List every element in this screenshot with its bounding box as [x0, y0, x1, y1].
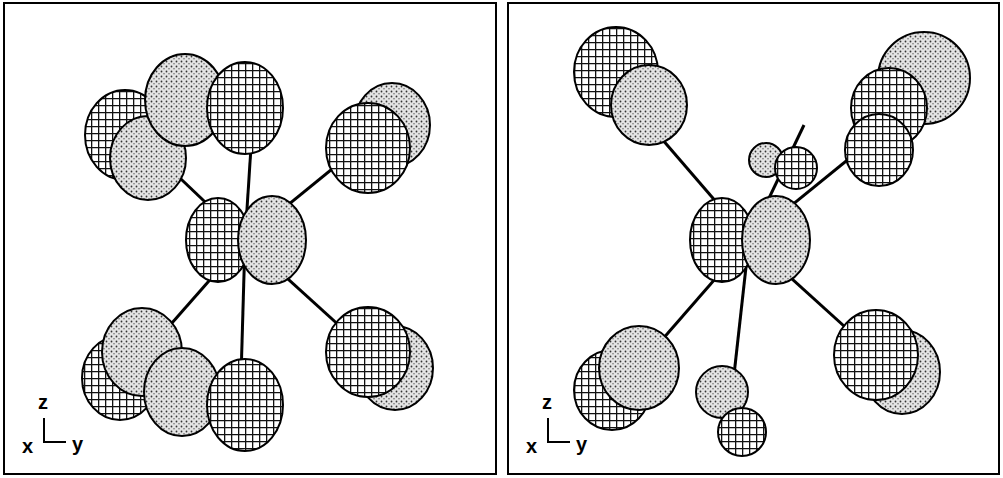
orbital-lobe — [718, 408, 766, 456]
panel-frame — [508, 3, 999, 474]
axis-label: z — [38, 392, 48, 412]
axis-label: y — [72, 434, 83, 454]
orbital-lobe — [845, 114, 913, 186]
panel-frame — [4, 3, 496, 474]
axis-triad — [44, 418, 570, 442]
orbital-lobe — [326, 103, 410, 193]
orbital-lobe — [326, 307, 410, 397]
orbital-lobe — [611, 65, 687, 145]
orbital-lobe — [834, 310, 918, 400]
orbital-plot — [574, 27, 970, 456]
orbital-lobe — [775, 147, 817, 189]
axis-label: x — [22, 436, 33, 456]
orbital-lobe — [742, 196, 810, 284]
orbital-lobe — [599, 326, 679, 410]
axis-label: x — [526, 436, 537, 456]
orbital-lobe — [238, 196, 306, 284]
orbital-lobe — [207, 359, 283, 451]
axis-label: y — [576, 434, 587, 454]
axis-label: z — [542, 392, 552, 412]
orbital-plot — [82, 54, 433, 451]
orbital-lobe — [207, 62, 283, 154]
